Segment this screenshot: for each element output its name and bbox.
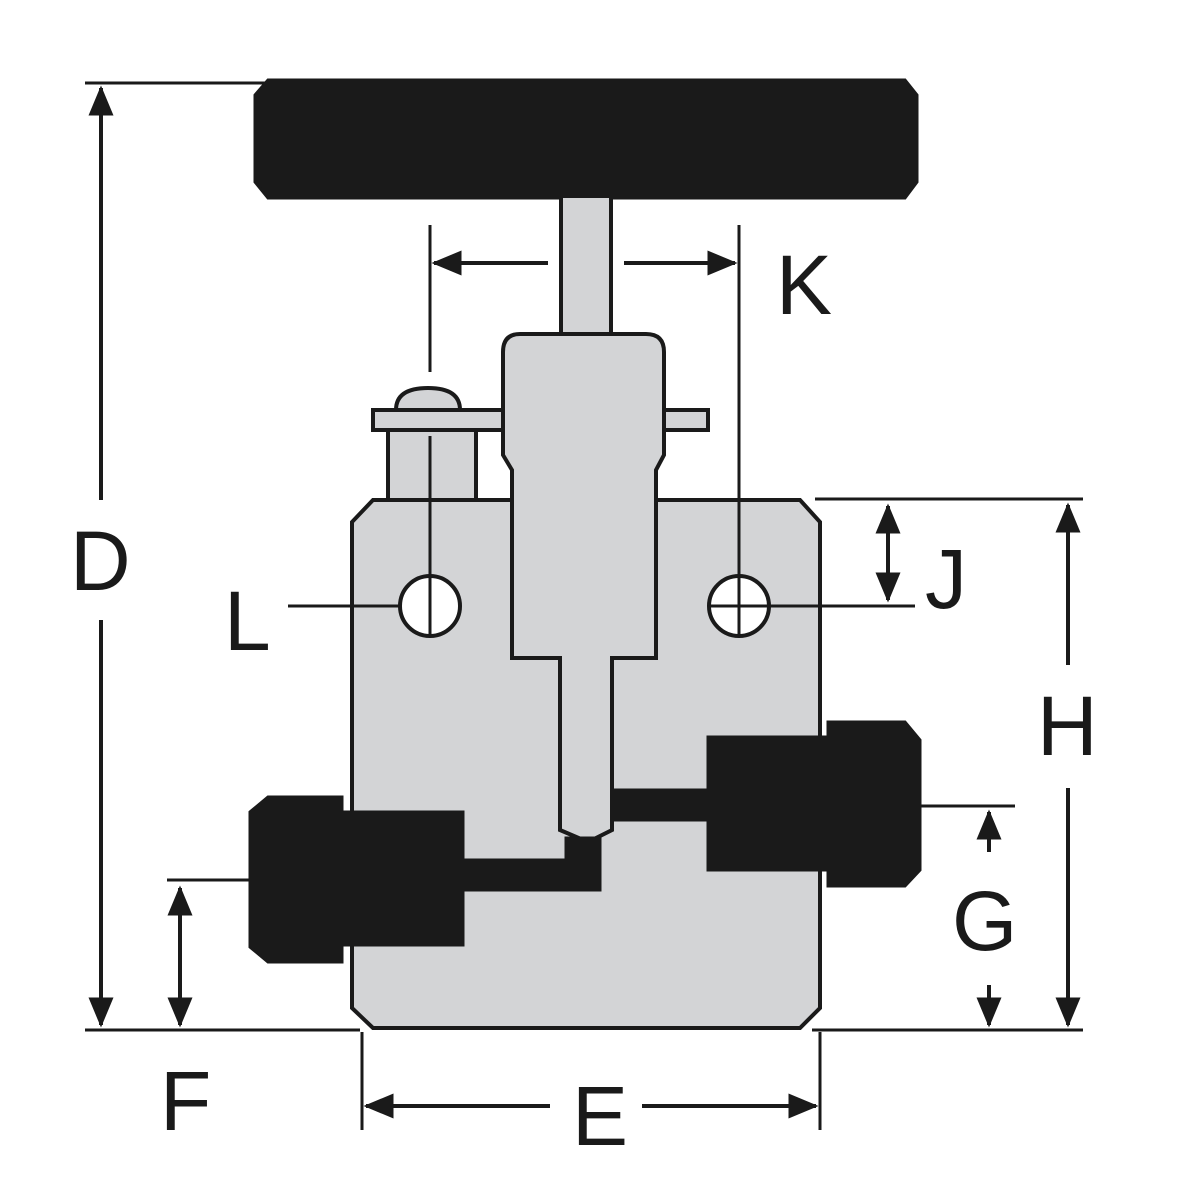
handwheel xyxy=(253,78,919,200)
lock-screw-body xyxy=(386,428,478,504)
label-e: E xyxy=(572,1069,628,1163)
left-port-fitting xyxy=(248,795,465,964)
bonnet xyxy=(501,332,666,845)
lock-plate xyxy=(371,408,505,432)
label-d: D xyxy=(70,514,131,608)
label-g: G xyxy=(952,874,1017,968)
lock-screw-head xyxy=(393,385,463,412)
label-k: K xyxy=(776,238,832,332)
flow-passage-right xyxy=(610,788,714,822)
label-l: L xyxy=(224,574,271,668)
label-j: J xyxy=(925,532,967,626)
label-f: F xyxy=(160,1054,211,1148)
label-h: H xyxy=(1037,679,1098,773)
stem xyxy=(559,194,613,336)
right-port-fitting xyxy=(706,720,922,888)
